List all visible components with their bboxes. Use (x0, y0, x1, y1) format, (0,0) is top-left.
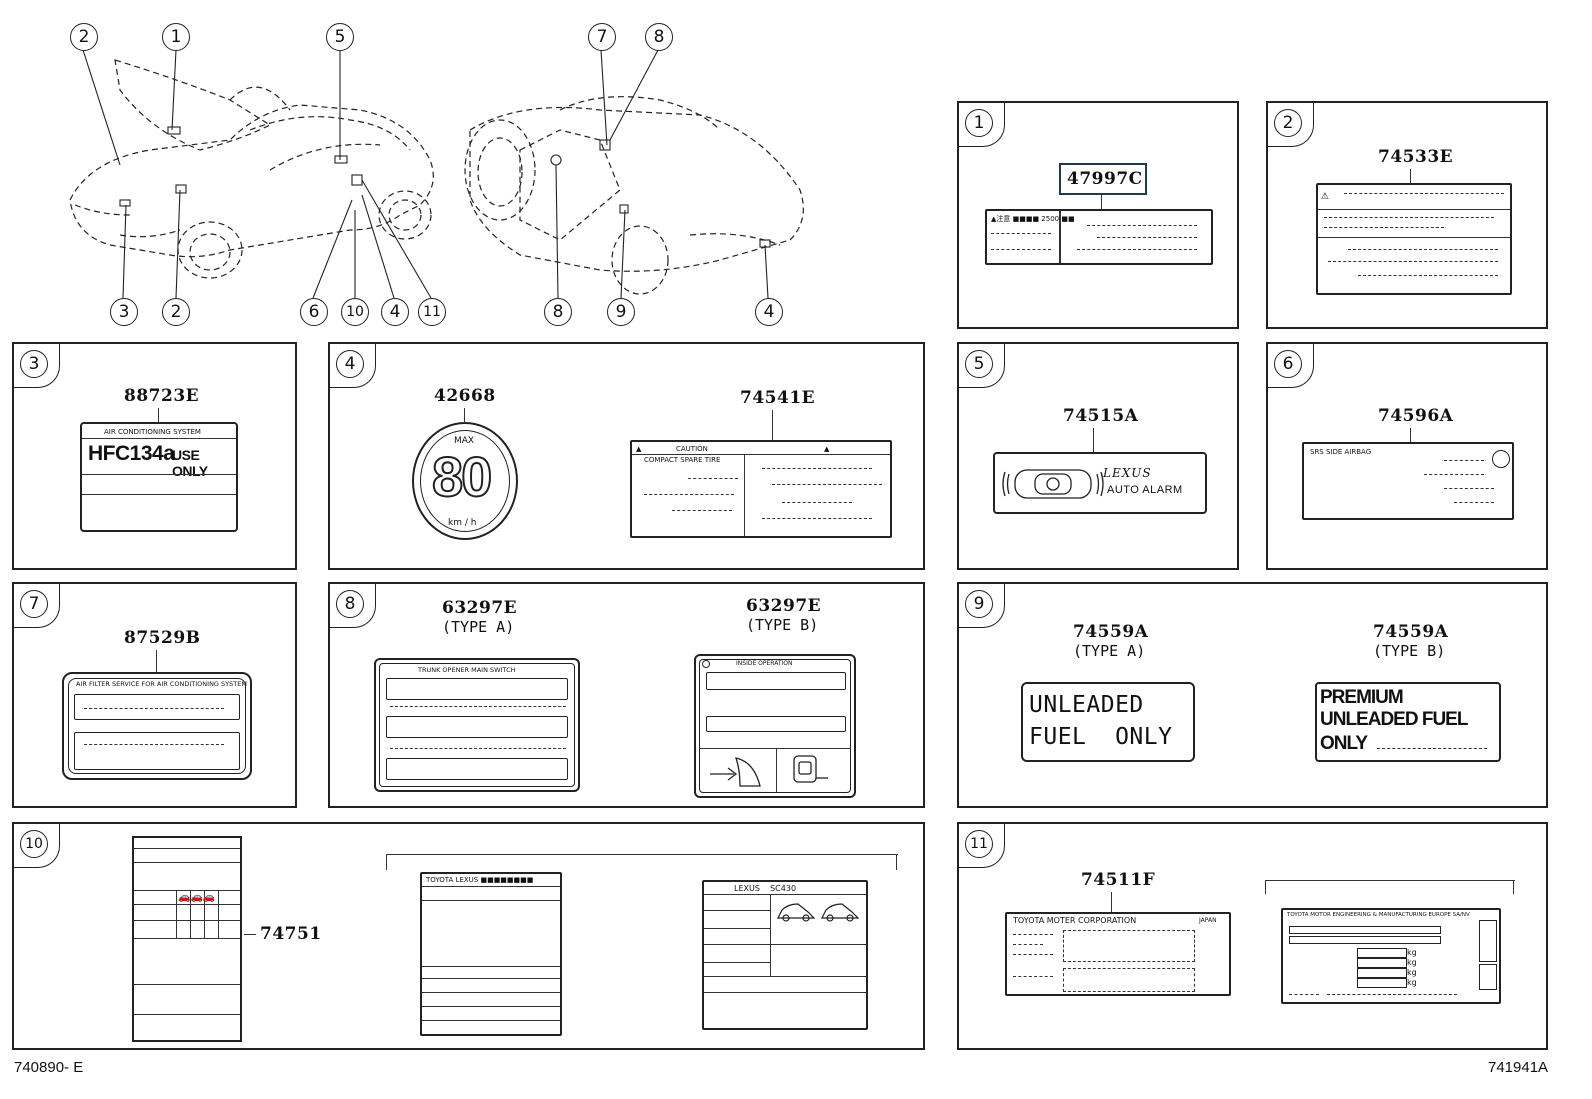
panel-7[interactable]: 7 87529B AIR FILTER SERVICE FOR AIR COND… (12, 582, 297, 808)
panel-8[interactable]: 8 63297E (TYPE A) TRUNK OPENER MAIN SWIT… (328, 582, 925, 808)
type-a: (TYPE A) (442, 618, 515, 636)
label-74751-lexus: LEXUS SC430 (702, 880, 868, 1030)
panel-number: 11 (965, 830, 993, 858)
panel-5[interactable]: 5 74515A LEXUS AUTO ALARM (957, 342, 1239, 570)
part-number-a[interactable]: 42668 (434, 386, 496, 406)
type-b: (TYPE B) (746, 616, 819, 634)
label-63297e-a: TRUNK OPENER MAIN SWITCH (374, 658, 580, 792)
label-74541e: ▲ CAUTION ▲ COMPACT SPARE TIRE (630, 440, 892, 538)
callout-4b[interactable]: 4 (755, 298, 783, 326)
car-top-icon (1002, 469, 1104, 499)
panel-2[interactable]: 2 74533E ⚠ (1266, 101, 1548, 329)
part-number[interactable]: 74511F (1081, 870, 1156, 890)
switch-icon (793, 755, 828, 783)
part-number-b[interactable]: 74559A (1373, 622, 1449, 642)
part-number-a[interactable]: 63297E (442, 598, 518, 618)
label-74511f: TOYOTA MOTER CORPORATION JAPAN (1005, 912, 1231, 996)
car-side-icons (777, 903, 860, 922)
label-88723e: AIR CONDITIONING SYSTEM HFC134a USE ONLY (80, 422, 238, 532)
part-number[interactable]: 74751 (260, 924, 322, 944)
part-number[interactable]: 74515A (1063, 406, 1139, 426)
figure-code-right: 741941A (1488, 1059, 1549, 1076)
panel-1[interactable]: 1 47997C ▲注意 ■■■■ 2500 ■■ (957, 101, 1239, 329)
panel-number: 8 (336, 590, 364, 618)
callout-7[interactable]: 7 (588, 23, 616, 51)
panel-3[interactable]: 3 88723E AIR CONDITIONING SYSTEM HFC134a… (12, 342, 297, 570)
panel-number: 6 (1274, 350, 1302, 378)
panel-number: 7 (20, 590, 48, 618)
panel-number: 2 (1274, 109, 1302, 137)
callout-8[interactable]: 8 (645, 23, 673, 51)
label-74533e: ⚠ (1316, 183, 1512, 295)
callout-3[interactable]: 3 (110, 298, 138, 326)
label-74559a-a: UNLEADED FUEL ONLY (1021, 682, 1195, 762)
callout-9[interactable]: 9 (607, 298, 635, 326)
panel-number: 9 (965, 590, 993, 618)
part-number[interactable]: 74533E (1378, 147, 1454, 167)
panel-11[interactable]: 11 74511F TOYOTA MOTER CORPORATION JAPAN… (957, 822, 1548, 1050)
part-number[interactable]: 47997C (1067, 169, 1143, 189)
label-74515a: LEXUS AUTO ALARM (993, 452, 1207, 514)
callout-10[interactable]: 10 (341, 298, 369, 326)
panel-number: 1 (965, 109, 993, 137)
part-number-b[interactable]: 74541E (740, 388, 816, 408)
label-74751: 🚗🚗🚗 (132, 836, 242, 1042)
part-number[interactable]: 88723E (124, 386, 200, 406)
callout-11[interactable]: 11 (418, 298, 446, 326)
type-a: (TYPE A) (1073, 642, 1146, 660)
label-63297e-b: INSIDE OPERATION (694, 654, 856, 798)
type-b: (TYPE B) (1373, 642, 1446, 660)
figure-code-left: 740890- E (14, 1059, 84, 1076)
label-74596a: SRS SIDE AIRBAG (1302, 442, 1514, 520)
callout-6[interactable]: 6 (300, 298, 328, 326)
label-74751-toyota: TOYOTA LEXUS ■■■■■■■■ (420, 872, 562, 1036)
label-74511f-europe: TOYOTA MOTOR ENGINEERING & MANUFACTURING… (1281, 908, 1501, 1004)
part-number-b[interactable]: 63297E (746, 596, 822, 616)
warning-icon: ⚠ (1321, 188, 1329, 203)
label-87529b: AIR FILTER SERVICE FOR AIR CONDITIONING … (62, 672, 252, 780)
callout-2[interactable]: 2 (70, 23, 98, 51)
panel-10[interactable]: 10 🚗🚗🚗 74751 TOYOTA LEXUS ■■■■■■■■ LEXUS… (12, 822, 925, 1050)
callout-4[interactable]: 4 (381, 298, 409, 326)
trunk-icon (710, 757, 761, 787)
part-number-a[interactable]: 74559A (1073, 622, 1149, 642)
highlight-box (1059, 163, 1147, 195)
callout-5[interactable]: 5 (326, 23, 354, 51)
panel-6[interactable]: 6 74596A SRS SIDE AIRBAG (1266, 342, 1548, 570)
car-illustrations (69, 49, 804, 299)
callout-2b[interactable]: 2 (162, 298, 190, 326)
panel-number: 4 (336, 350, 364, 378)
panel-4[interactable]: 4 42668 MAX 80 km / h 74541E ▲ CAUTION ▲… (328, 342, 925, 570)
part-number[interactable]: 74596A (1378, 406, 1454, 426)
speed-label: MAX 80 km / h (412, 422, 518, 540)
panel-number: 5 (965, 350, 993, 378)
panel-number: 10 (20, 830, 48, 858)
callout-8b[interactable]: 8 (544, 298, 572, 326)
label-74559a-b: PREMIUM UNLEADED FUEL ONLY (1315, 682, 1501, 762)
panel-9[interactable]: 9 74559A (TYPE A) UNLEADED FUEL ONLY 745… (957, 582, 1548, 808)
callout-1[interactable]: 1 (162, 23, 190, 51)
part-number[interactable]: 87529B (124, 628, 201, 648)
panel-number: 3 (20, 350, 48, 378)
label-47997c: ▲注意 ■■■■ 2500 ■■ (985, 209, 1213, 265)
